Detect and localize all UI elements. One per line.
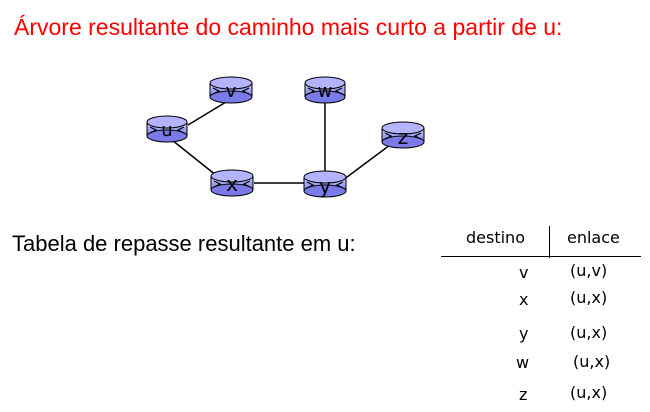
row-link: (u,x) [570,288,608,307]
slide-title: Árvore resultante do caminho mais curto … [14,14,563,40]
row-destination: z [519,385,528,404]
row-link: (u,x) [570,383,608,402]
row-destination: x [519,290,529,309]
forwarding-table-label: Tabela de repasse resultante em u: [12,231,356,256]
router-u: u [146,115,188,143]
edge-u-v [187,98,232,126]
router-z: z [381,121,425,149]
header-divider [441,256,641,257]
router-v: v [209,76,253,104]
router-x-label: x [226,172,238,196]
router-z-label: z [398,125,409,149]
row-destination: y [519,324,529,343]
header-link: enlace [567,228,620,247]
row-link: (u,x) [573,352,611,371]
column-divider [549,226,550,258]
router-y: y [303,170,347,198]
header-destination: destino [466,228,525,247]
row-destination: v [519,263,529,282]
router-y-label: y [319,174,331,198]
row-link: (u,v) [570,261,608,280]
router-w: w [304,76,346,104]
edge-y-z [342,141,395,181]
router-v-label: v [226,81,237,102]
row-destination: w [516,353,530,372]
router-w-label: w [318,81,333,102]
router-u-label: u [161,120,172,141]
row-link: (u,x) [570,323,608,342]
router-x: x [210,169,254,197]
